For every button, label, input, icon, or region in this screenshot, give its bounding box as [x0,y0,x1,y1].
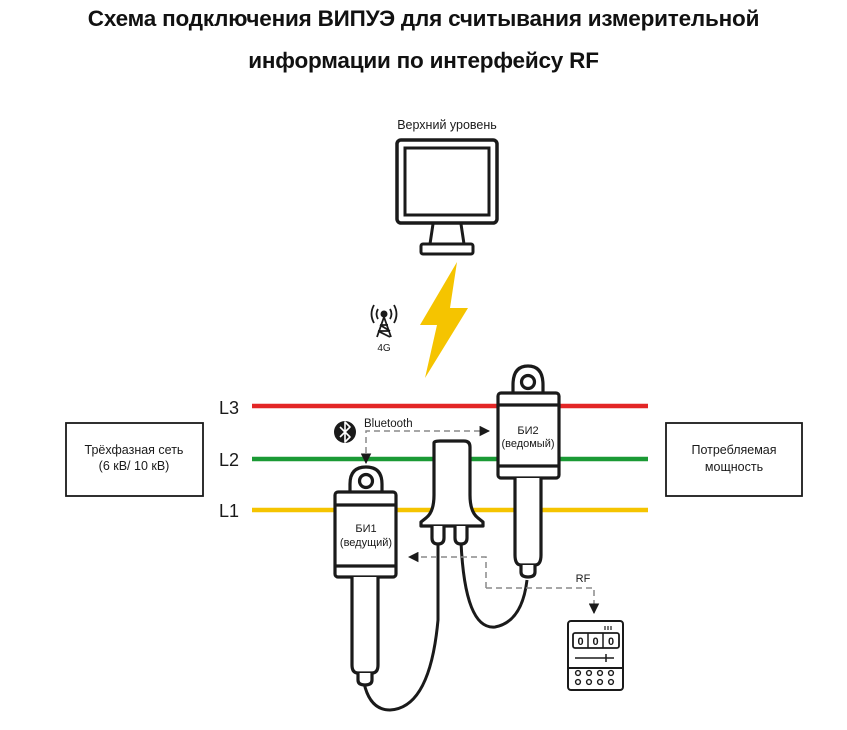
consumed-power-box: Потребляемая мощность [665,422,803,497]
diagram-title-line-2: информации по интерфейсу RF [248,48,599,73]
sensor-slave-name: БИ2 [517,425,538,437]
sensor-slave-bi2 [496,364,561,579]
load-box-line-2: мощность [705,460,763,474]
electricity-meter-icon [567,620,624,691]
rf-link-to-meter [486,587,600,615]
three-phase-network-box: Трёхфазная сеть (6 кВ/ 10 кВ) [65,422,204,497]
rf-link-to-master [407,551,487,588]
meter-digit-3: 0 [608,636,614,648]
junction-unit [419,439,485,546]
bluetooth-icon [334,421,356,443]
lightning-bolt-icon [420,262,468,378]
source-box-line-1: Трёхфазная сеть [85,443,184,457]
cell-tower-icon [370,304,398,338]
sensor-master-bi1 [333,465,398,687]
source-box-line-2: (6 кВ/ 10 кВ) [99,459,170,473]
monitor-icon [395,138,499,256]
bluetooth-label: Bluetooth [364,418,413,430]
sensor-slave-role: (ведомый) [501,438,554,450]
sensor-master-role: (ведущий) [340,537,392,549]
upper-level-label: Верхний уровень [397,118,497,132]
bluetooth-link-arrow [360,425,491,465]
diagram-title-line-1: Схема подключения ВИПУЭ для считывания и… [87,6,760,31]
phase-label-l1: L1 [219,501,239,521]
meter-digit-2: 0 [592,636,598,648]
sensor-master-name: БИ1 [355,523,376,535]
rf-label: RF [576,573,591,585]
sensor-cables [362,541,529,712]
phase-label-l2: L2 [219,450,239,470]
meter-digit-1: 0 [577,636,583,648]
cellular-label: 4G [377,343,391,354]
load-box-line-1: Потребляемая [691,443,776,457]
phase-label-l3: L3 [219,398,239,418]
